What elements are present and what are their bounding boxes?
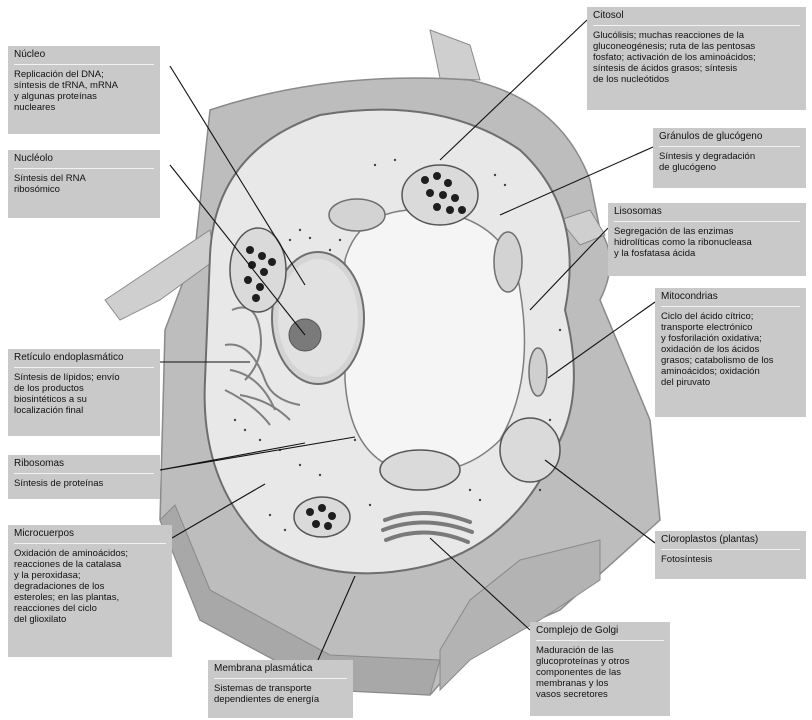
label-lysosomes: Lisosomas Segregación de las enzimas hid… <box>608 203 806 276</box>
label-golgi-title: Complejo de Golgi <box>536 625 664 641</box>
label-glycogen-granules-title: Gránulos de glucógeno <box>659 131 800 147</box>
label-mitochondria-title: Mitocondrias <box>661 291 800 307</box>
label-microbodies-title: Microcuerpos <box>14 528 166 544</box>
label-plasma-membrane-desc: Sistemas de transporte dependientes de e… <box>214 683 347 705</box>
label-endoplasmic-reticulum-title: Retículo endoplasmático <box>14 352 154 368</box>
label-endoplasmic-reticulum-desc: Síntesis de lípidos; envío de los produc… <box>14 372 154 416</box>
label-cytosol-title: Citosol <box>593 10 800 26</box>
label-endoplasmic-reticulum: Retículo endoplasmático Síntesis de lípi… <box>8 349 160 436</box>
label-ribosomes: Ribosomas Síntesis de proteínas <box>8 455 160 499</box>
label-microbodies: Microcuerpos Oxidación de aminoácidos; r… <box>8 525 172 657</box>
label-cytosol: Citosol Glucólisis; muchas reacciones de… <box>587 7 806 110</box>
label-lysosomes-title: Lisosomas <box>614 206 800 222</box>
label-cytosol-desc: Glucólisis; muchas reacciones de la gluc… <box>593 30 800 85</box>
label-nucleus: Núcleo Replicación del DNA; síntesis de … <box>8 46 160 134</box>
label-microbodies-desc: Oxidación de aminoácidos; reacciones de … <box>14 548 166 625</box>
label-chloroplasts-title: Cloroplastos (plantas) <box>661 534 800 550</box>
label-nucleolus-desc: Síntesis del RNA ribosómico <box>14 173 154 195</box>
label-plasma-membrane-title: Membrana plasmática <box>214 663 347 679</box>
label-glycogen-granules: Gránulos de glucógeno Síntesis y degrada… <box>653 128 806 188</box>
label-nucleus-desc: Replicación del DNA; síntesis de tRNA, m… <box>14 69 154 113</box>
label-nucleolus-title: Nucléolo <box>14 153 154 169</box>
label-golgi: Complejo de Golgi Maduración de las gluc… <box>530 622 670 716</box>
label-nucleus-title: Núcleo <box>14 49 154 65</box>
label-chloroplasts: Cloroplastos (plantas) Fotosíntesis <box>655 531 806 579</box>
label-nucleolus: Nucléolo Síntesis del RNA ribosómico <box>8 150 160 218</box>
label-glycogen-granules-desc: Síntesis y degradación de glucógeno <box>659 151 800 173</box>
label-mitochondria: Mitocondrias Ciclo del ácido cítrico; tr… <box>655 288 806 417</box>
label-chloroplasts-desc: Fotosíntesis <box>661 554 800 565</box>
label-ribosomes-desc: Síntesis de proteínas <box>14 478 154 489</box>
label-ribosomes-title: Ribosomas <box>14 458 154 474</box>
label-plasma-membrane: Membrana plasmática Sistemas de transpor… <box>208 660 353 718</box>
label-golgi-desc: Maduración de las glucoproteínas y otros… <box>536 645 664 700</box>
label-lysosomes-desc: Segregación de las enzimas hidrolíticas … <box>614 226 800 259</box>
label-mitochondria-desc: Ciclo del ácido cítrico; transporte elec… <box>661 311 800 388</box>
